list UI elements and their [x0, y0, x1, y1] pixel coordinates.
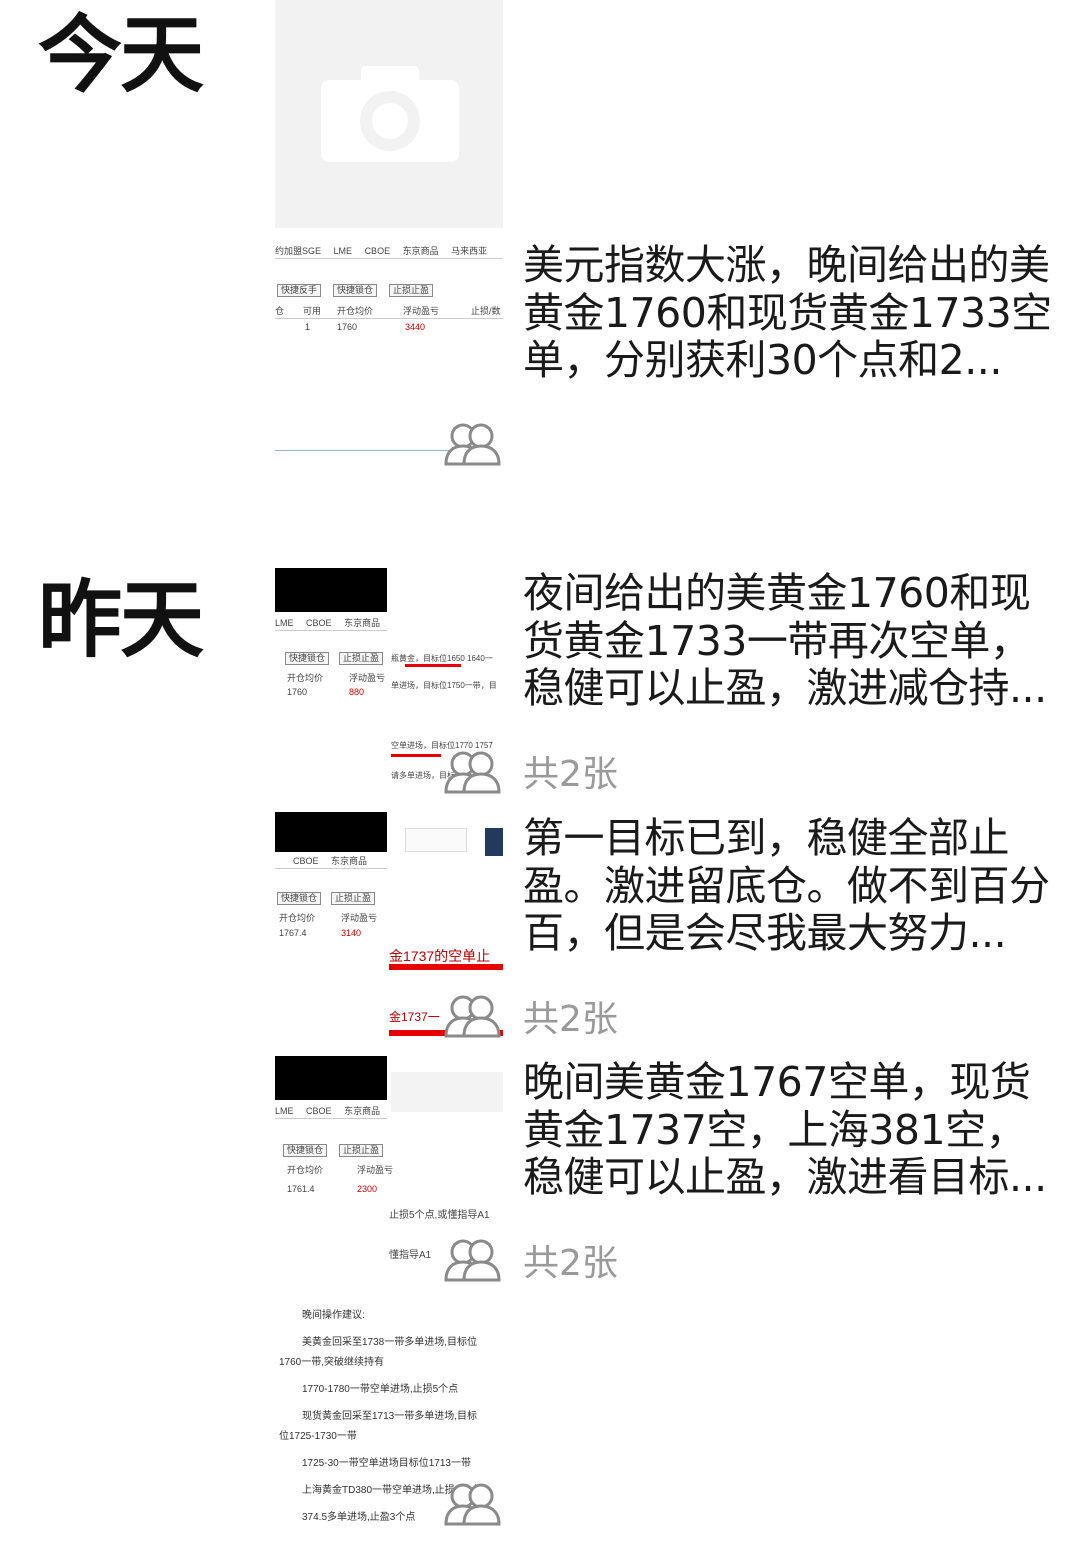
thumb-tab: 东京商品	[344, 618, 381, 628]
thumb-header: 浮动盈亏	[403, 306, 440, 316]
thumb-header: 浮动盈亏	[357, 1165, 394, 1175]
thumb-side-text: 金1737一	[389, 1010, 440, 1024]
redacted-bar	[275, 1056, 387, 1100]
thumb-tab: 东京商品	[402, 246, 439, 256]
thumb-cell: 3140	[341, 928, 362, 938]
note-line: 美黄金回采至1738一带多单进场,目标位	[302, 1337, 478, 1348]
thumb-button: 快捷锁仓	[285, 652, 330, 665]
note-line: 374.5多单进场,止盈3个点	[302, 1512, 416, 1523]
thumb-tab: LME	[275, 1106, 294, 1116]
thumb-button: 快捷锁仓	[333, 284, 378, 297]
thumb-tab: CBOE	[306, 618, 332, 628]
thumb-tab: CBOE	[364, 246, 391, 256]
add-post-button[interactable]	[275, 0, 503, 228]
thumb-tab: LME	[333, 246, 353, 256]
image-count: 共2张	[523, 1243, 618, 1284]
multi-image-icon	[444, 751, 501, 794]
multi-image-icon	[444, 995, 501, 1038]
thumb-tab: CBOE	[293, 856, 319, 866]
thumb-button: 止损止盈	[339, 652, 384, 665]
thumb-cell: 1760	[287, 687, 308, 697]
thumb-header: 止损/数	[471, 306, 501, 316]
image-count: 共2张	[523, 754, 618, 795]
note-line: 上海黄金TD380一带空单进场,止损3个点	[302, 1485, 481, 1496]
day-label-yesterday: 昨天	[38, 571, 204, 669]
note-line: 1725-30一带空单进场目标位1713一带	[302, 1458, 471, 1469]
thumb-side-text: 懂指导A1	[389, 1250, 432, 1261]
thumb-header-row: 仓 可用 开仓均价 浮动盈亏 止损/数	[275, 304, 503, 319]
thumb-side-text: 止损5个点,或懂指导A1	[389, 1210, 490, 1221]
thumb-cell: 880	[349, 687, 365, 697]
multi-image-icon	[444, 423, 501, 466]
thumb-tab: LME	[275, 618, 294, 628]
post-text[interactable]: 晚间美黄金1767空单，现货黄金1737空，上海381空，稳健可以止盈，激进看目…	[523, 1058, 1047, 1201]
camera-icon	[321, 66, 459, 162]
thumb-cell: 1	[305, 322, 311, 332]
thumb-tab: 约加盟SGE	[275, 246, 322, 256]
thumb-header: 可用	[303, 306, 322, 316]
thumb-button: 止损止盈	[331, 892, 376, 905]
thumb-button: 快捷锁仓	[283, 1144, 328, 1157]
thumb-tab-bar: LME CBOE 东京商品	[275, 616, 387, 631]
thumb-side-text: 单进场，目标位1750一带，目	[391, 681, 497, 690]
thumb-tab: 东京商品	[344, 1106, 381, 1116]
thumb-header: 开仓均价	[337, 306, 374, 316]
thumb-button: 快捷反手	[277, 284, 322, 297]
note-line: 位1725-1730一带	[279, 1431, 357, 1442]
day-label-today: 今天	[38, 6, 204, 104]
thumb-cell: 1761.4	[287, 1184, 315, 1194]
note-line: 现货黄金回采至1713一带多单进场,目标	[302, 1411, 478, 1422]
thumb-header: 开仓均价	[287, 1165, 324, 1175]
thumb-header: 浮动盈亏	[341, 913, 378, 923]
thumb-button: 止损止盈	[389, 284, 434, 297]
post-text[interactable]: 夜间给出的美黄金1760和现货黄金1733一带再次空单，稳健可以止盈，激进减仓持…	[523, 569, 1047, 712]
thumb-side-text: 金1737的空单止	[389, 948, 491, 964]
thumb-button: 快捷锁仓	[277, 892, 322, 905]
note-line: 晚间操作建议:	[302, 1310, 365, 1321]
post-text[interactable]: 美元指数大涨，晚间给出的美黄金1760和现货黄金1733空单，分别获利30个点和…	[523, 241, 1052, 384]
thumb-side-text: 空单进场，目标位1770 1757	[391, 741, 493, 750]
thumb-header: 浮动盈亏	[349, 673, 386, 683]
thumb-header: 开仓均价	[279, 913, 316, 923]
thumb-tab: CBOE	[306, 1106, 332, 1116]
screenshot-area	[391, 1072, 503, 1112]
divider	[275, 450, 450, 451]
thumb-cell: 2300	[357, 1184, 378, 1194]
thumb-tab-bar: CBOE 东京商品	[275, 854, 387, 869]
redacted-bar	[275, 568, 387, 612]
thumb-tab: 马来西亚	[451, 246, 488, 256]
thumb-header: 开仓均价	[287, 673, 324, 683]
thumb-cell: 1767.4	[279, 928, 307, 938]
thumb-side-text: 请多单进场，目标	[391, 771, 455, 780]
thumb-tab-bar: 约加盟SGE LME CBOE 东京商品 马来西亚	[275, 244, 503, 259]
blue-tab	[485, 828, 503, 856]
note-line: 1760一带,突破继续持有	[279, 1357, 385, 1368]
multi-image-icon	[444, 1483, 501, 1526]
post-text[interactable]: 第一目标已到，稳健全部止盈。激进留底仓。做不到百分百，但是会尽我最大努力...	[523, 814, 1050, 957]
highlight-line	[389, 964, 503, 970]
highlight-line	[391, 754, 441, 757]
image-count: 共2张	[523, 999, 618, 1040]
redacted-bar	[275, 812, 387, 852]
multi-image-icon	[444, 1239, 501, 1282]
thumb-button: 止损止盈	[339, 1144, 384, 1157]
thumb-tab-bar: LME CBOE 东京商品	[275, 1104, 387, 1119]
thumb-cell: 3440	[405, 322, 426, 332]
note-line: 1770-1780一带空单进场,止损5个点	[302, 1384, 459, 1395]
search-box	[405, 828, 467, 852]
thumb-side-text: 瓶黄金，目标位1650 1640一	[391, 654, 493, 663]
thumb-cell: 1760	[337, 322, 358, 332]
thumb-tab: 东京商品	[331, 856, 368, 866]
thumb-header: 仓	[275, 306, 285, 316]
highlight-line	[405, 664, 461, 667]
